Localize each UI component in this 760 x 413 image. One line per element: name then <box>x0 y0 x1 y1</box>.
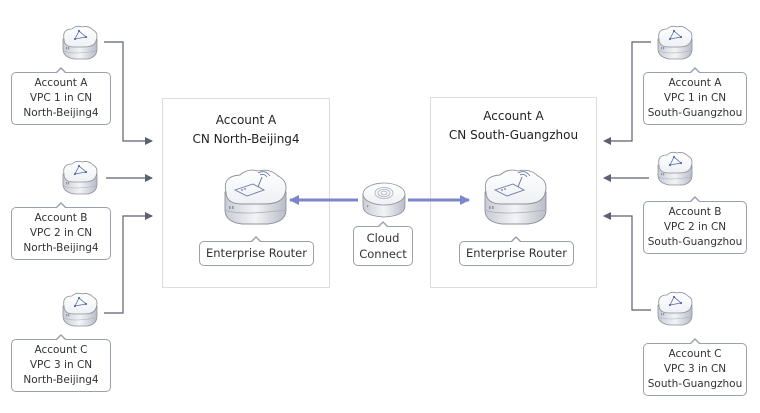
vpc-label-left-1: Account A VPC 1 in CN North-Beijing4 <box>11 67 111 125</box>
enterprise-router-label-north: Enterprise Router <box>199 236 314 266</box>
region-text: South-Guangzhou <box>647 107 743 119</box>
vpc-icon <box>655 25 695 61</box>
vpc-label-right-1: Account A VPC 1 in CN South-Guangzhou <box>643 67 747 125</box>
vpc-label-left-2: Account B VPC 2 in CN North-Beijing4 <box>11 202 111 260</box>
connector-right-vpc1 <box>603 41 651 145</box>
vpc-text: VPC 2 in CN <box>29 227 93 239</box>
enterprise-router-label-south: Enterprise Router <box>459 236 574 266</box>
connector-left-vpc3 <box>104 212 153 314</box>
vpc-icon <box>60 160 100 196</box>
account-text: Account B <box>34 212 88 224</box>
account-text: Account A <box>34 77 88 89</box>
region-text: North-Beijing4 <box>23 242 99 254</box>
enterprise-router-icon <box>220 168 290 228</box>
vpc-text: VPC 3 in CN <box>29 359 93 371</box>
vpc-label-right-2: Account B VPC 2 in CN South-Guangzhou <box>643 196 747 254</box>
connector-right-vpc3 <box>603 212 651 311</box>
region-text: North-Beijing4 <box>23 374 99 386</box>
cloud-connect-icon <box>359 180 409 220</box>
vpc-text: VPC 2 in CN <box>663 221 727 233</box>
vpc-label-left-3: Account C VPC 3 in CN North-Beijing4 <box>11 334 111 392</box>
region-north-name: CN North-Beijing4 <box>192 132 300 146</box>
region-text: South-Guangzhou <box>647 378 743 390</box>
vpc-text: VPC 1 in CN <box>29 92 93 104</box>
region-text: North-Beijing4 <box>23 107 99 119</box>
cloud-connect-text-2: Connect <box>359 247 407 261</box>
vpc-icon <box>60 292 100 328</box>
region-south-title: Account A CN South-Guangzhou <box>431 107 596 145</box>
region-text: South-Guangzhou <box>647 236 743 248</box>
enterprise-router-icon <box>480 168 550 228</box>
router-text: Enterprise Router <box>466 246 567 260</box>
account-text: Account C <box>34 344 88 356</box>
region-south-account: Account A <box>483 109 544 123</box>
vpc-text: VPC 3 in CN <box>663 363 727 375</box>
region-south-name: CN South-Guangzhou <box>448 128 579 142</box>
region-north-account: Account A <box>215 113 277 127</box>
vpc-icon <box>60 25 100 61</box>
vpc-text: VPC 1 in CN <box>663 92 727 104</box>
router-text: Enterprise Router <box>206 246 307 260</box>
account-text: Account C <box>668 348 722 360</box>
vpc-icon <box>655 291 695 327</box>
cloud-connect-text-1: Cloud <box>366 231 400 245</box>
vpc-label-right-3: Account C VPC 3 in CN South-Guangzhou <box>643 338 747 396</box>
account-text: Account A <box>668 77 722 89</box>
vpc-icon <box>655 151 695 187</box>
account-text: Account B <box>668 206 722 218</box>
cloud-connect-label: Cloud Connect <box>353 221 413 266</box>
connector-left-vpc1 <box>104 41 153 145</box>
region-north-title: Account A CN North-Beijing4 <box>163 111 329 149</box>
